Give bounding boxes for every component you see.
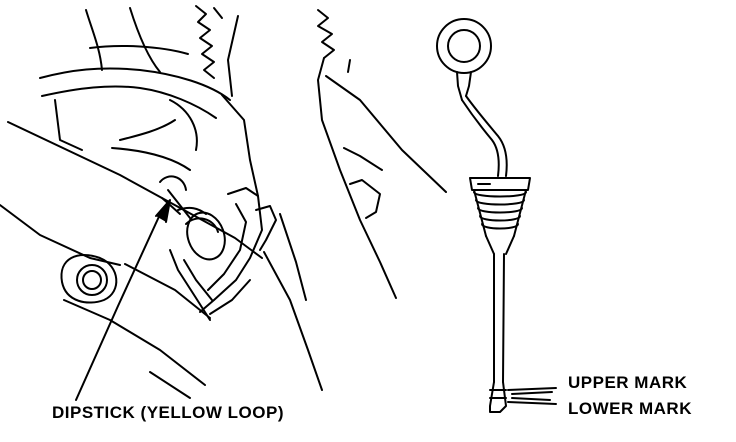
dipstick-drawing — [437, 19, 556, 412]
engine-bay-drawing — [0, 6, 322, 400]
dipstick-label: DIPSTICK (YELLOW LOOP) — [52, 403, 284, 422]
lower-mark-label: LOWER MARK — [568, 399, 692, 418]
side-panel-drawing — [318, 10, 446, 298]
upper-mark-label: UPPER MARK — [568, 373, 688, 392]
